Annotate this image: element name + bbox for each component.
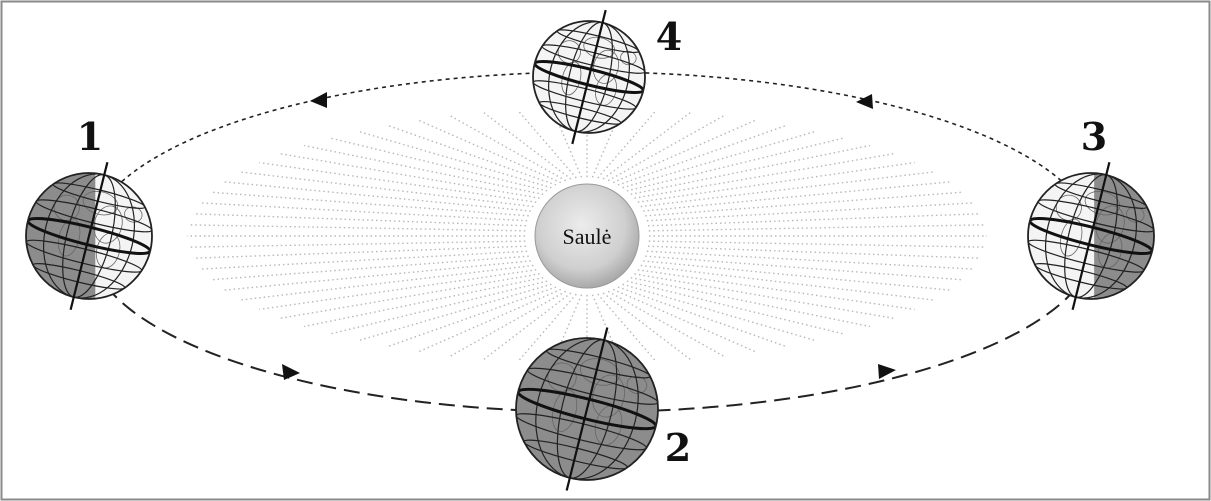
earth-globe-3 (1027, 161, 1155, 311)
sun-ray (645, 255, 963, 281)
sun-label: Saulė (563, 224, 612, 249)
sun-ray (597, 109, 657, 179)
sun-ray (612, 119, 757, 184)
sun-ray (280, 153, 540, 199)
sun-ray (634, 273, 894, 319)
sun-ray (357, 130, 552, 189)
sun-disc (534, 183, 640, 289)
sun-ray (329, 137, 548, 192)
sun-ray (602, 292, 691, 361)
orbit-arrow-lower-left (282, 364, 300, 380)
sun-ray (597, 293, 657, 363)
sun-ray (483, 292, 572, 361)
globe-continent (1059, 218, 1083, 257)
globe-continent (620, 50, 637, 66)
sun-ray (622, 130, 817, 189)
sun-ray (602, 111, 691, 180)
globe-outline (1027, 172, 1155, 300)
sun-ray (329, 280, 548, 335)
position-label-2: 2 (665, 425, 691, 470)
globe-outline (25, 172, 153, 300)
sun-ray (648, 245, 981, 259)
globe-continent (1126, 206, 1145, 223)
globe-continent (124, 206, 143, 223)
sun-ray (200, 250, 528, 270)
sun-ray (622, 283, 817, 342)
sun-ray (417, 288, 562, 353)
sun-ray (188, 240, 526, 248)
sun-ray (200, 202, 528, 222)
globe-axis (69, 161, 109, 311)
position-label-1: 1 (77, 114, 103, 159)
sun-ray (643, 260, 950, 291)
position-label-3: 3 (1081, 114, 1107, 159)
sun-ray (193, 245, 526, 259)
sun-ray (637, 161, 915, 203)
globe-axis (571, 9, 607, 145)
sun-ray (591, 108, 623, 178)
sun-ray (626, 137, 845, 192)
sun-ray (417, 119, 562, 184)
sun-ray (224, 260, 531, 291)
sun-ray (648, 213, 981, 227)
orbit-arrow-upper-right (856, 94, 873, 109)
orbit-arrow-lower-right (878, 364, 896, 379)
earth-globe-4 (532, 9, 646, 145)
sun-ray (304, 144, 544, 196)
sun-ray (646, 250, 974, 270)
sun-ray (193, 213, 526, 227)
earth-globe-1 (25, 161, 153, 311)
globe-continent (57, 218, 81, 257)
sun-ray (188, 224, 526, 232)
sun-ray (612, 288, 757, 353)
position-label-4: 4 (656, 14, 682, 59)
sun-ray (634, 153, 894, 199)
sun-ray (259, 269, 537, 311)
sun-ray (259, 161, 537, 203)
sun-ray (630, 144, 870, 196)
sun-ray (483, 111, 572, 180)
globe-axis (1071, 161, 1111, 311)
globe-continent (1095, 205, 1125, 244)
sun: Saulė (534, 183, 640, 289)
sun-ray (386, 124, 557, 186)
sun-ray (304, 276, 544, 328)
globe-continent (626, 375, 648, 394)
sun-ray (637, 269, 915, 311)
sun-ray (357, 283, 552, 342)
sun-ray (630, 276, 870, 328)
sun-ray (645, 191, 963, 217)
globe-continent (93, 205, 123, 244)
globe-axis (565, 327, 609, 491)
orbit-arrow-upper-left (310, 92, 327, 108)
globe-continent (592, 49, 619, 84)
sun-ray (643, 181, 950, 212)
globe-outline (515, 337, 659, 481)
globe-continent (552, 389, 578, 432)
sun-rays (187, 108, 987, 364)
globe-outline (532, 20, 646, 134)
sun-ray (617, 286, 788, 348)
globe-continent (592, 374, 625, 418)
sun-ray (386, 286, 557, 348)
sun-ray (517, 109, 577, 179)
sun-ray (648, 240, 986, 248)
sun-ray (626, 280, 845, 335)
sun-ray (646, 202, 974, 222)
sun-ray (211, 191, 529, 217)
sun-ray (211, 255, 529, 281)
sun-ray (280, 273, 540, 319)
sun-ray (517, 293, 577, 363)
sun-ray (224, 181, 531, 212)
sun-ray (551, 108, 583, 178)
sun-ray (617, 124, 788, 186)
sun-ray (551, 294, 583, 364)
earth-globe-2 (515, 327, 659, 491)
sun-ray (648, 224, 986, 232)
